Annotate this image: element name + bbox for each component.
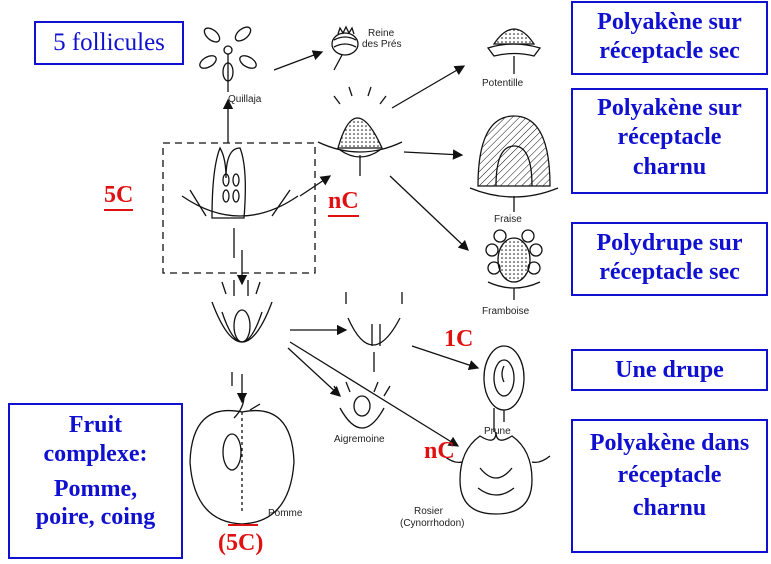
label-5c-text: 5C [104,182,134,211]
label-5c: 5C [104,182,134,211]
label-prune: Prune [484,426,511,437]
label-fraise: Fraise [494,214,522,225]
label-aigremoine: Aigremoine [334,434,385,445]
framboise-drawing [485,229,543,300]
label-5c-paren: (5C) [218,530,263,557]
box-5-follicules: 5 follicules [34,21,184,65]
prune-drawing [483,345,525,422]
label-des-pres: des Prés [362,39,401,50]
box-polyakene-dans: Polyakène dans réceptacle charnu [571,419,768,553]
fruit-complexe-line2: complexe: [43,440,148,467]
label-nc-top-text: nC [328,188,359,217]
label-nc-bottom-text: nC [424,438,455,464]
fruit-complexe-line1: Fruit [68,412,123,438]
polyakene-charnu-line2: réceptacle [617,124,722,151]
polyakene-dans-line3: charnu [632,494,707,521]
label-5c-paren-text: (5C) [218,530,264,556]
prunus-flower-drawing [345,292,403,372]
label-nc-top: nC [328,188,359,217]
box-fruit-complexe: Fruit complexe: Pomme, poire, coing [8,403,183,559]
fruit-complexe-line4: poire, coing [35,504,156,531]
potentille-drawing [486,28,542,74]
polydrupe-line2: réceptacle sec [599,259,740,286]
label-1c: 1C [444,326,473,353]
label-framboise: Framboise [482,306,530,317]
pomme-drawing [189,395,295,525]
box-polyakene-charnu: Polyakène sur réceptacle charnu [571,88,768,194]
receptacle-flower-drawing [317,86,403,176]
box-une-drupe: Une drupe [571,349,768,391]
perigynous-flower-drawing [211,280,273,386]
fraise-drawing [469,115,559,212]
label-reine: Reine [368,28,395,39]
polyakene-dans-line2: réceptacle [617,462,722,489]
polyakene-charnu-line3: charnu [632,153,707,180]
aigremoine-drawing [333,381,391,429]
reine-des-pres-drawing [331,25,359,71]
polyakene-sec-line1: Polyakène sur [597,9,742,35]
rosier-drawing [443,408,551,515]
label-pomme: Pomme [268,508,303,519]
label-1c-text: 1C [444,326,474,352]
quillaja-drawing [199,26,257,92]
label-cynorrhodon: (Cynorrhodon) [400,518,464,529]
label-5c-paren-bar [228,524,258,526]
box-polyakene-sec: Polyakène sur réceptacle sec [571,1,768,75]
box-polydrupe: Polydrupe sur réceptacle sec [571,222,768,296]
fruit-complexe-line3: Pomme, [53,475,138,502]
label-quillaja: Quillaja [228,94,262,105]
label-nc-bottom: nC [424,438,455,465]
central-flower-drawing [181,146,299,258]
follicules-text: 5 follicules [53,29,165,56]
label-rosier: Rosier [414,506,444,517]
label-potentille: Potentille [482,78,524,89]
polyakene-sec-line2: réceptacle sec [599,38,740,65]
polyakene-charnu-line1: Polyakène sur [597,95,742,121]
polydrupe-line1: Polydrupe sur [596,230,743,256]
une-drupe-text: Une drupe [615,357,724,383]
polyakene-dans-line1: Polyakène dans [589,430,750,456]
